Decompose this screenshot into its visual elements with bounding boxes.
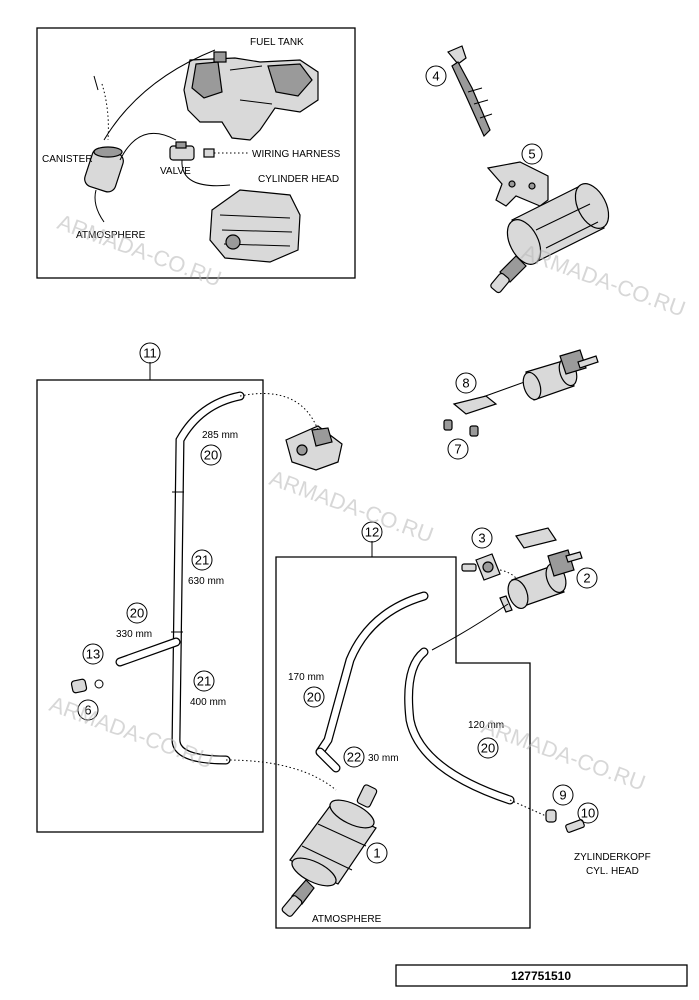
callout-1-circle <box>366 842 388 864</box>
drawing-number: 127751510 <box>511 969 571 983</box>
callout-22: 22 <box>347 750 361 765</box>
callout-9-circle <box>552 784 574 806</box>
label-atmosphere: ATMOSPHERE <box>76 230 146 241</box>
inset-line <box>101 83 109 141</box>
canister-illustration <box>84 146 124 193</box>
callout-9: 9 <box>559 788 566 803</box>
callout-4: 4 <box>432 69 439 84</box>
callout-20a: 20 <box>204 448 218 463</box>
callout-7-circle <box>447 438 469 460</box>
callout-8: 8 <box>462 376 469 391</box>
drawing-number-box <box>395 964 688 987</box>
part-9-clamp <box>545 809 557 823</box>
part-5-bracket <box>486 161 549 207</box>
callout-10-circle <box>577 802 599 824</box>
callout-2: 2 <box>583 571 590 586</box>
callout-20c-circle <box>303 686 325 708</box>
inset-hose-head <box>181 159 231 187</box>
callout-1: 1 <box>373 846 380 861</box>
connector-link-valve-hose <box>431 603 509 651</box>
part-2-valve <box>499 527 583 613</box>
length-400: 400 mm <box>190 697 226 708</box>
callout-21a-circle <box>191 549 213 571</box>
watermark-2: ARMADA-CO.RU <box>518 239 689 321</box>
label-cylinder-head: CYLINDER HEAD <box>258 174 339 185</box>
length-120: 120 mm <box>468 720 504 731</box>
callout-3: 3 <box>478 531 485 546</box>
callout-6-circle <box>77 699 99 721</box>
connector-link-bottom <box>225 759 337 791</box>
inset-hose-atm <box>94 189 105 223</box>
length-170: 170 mm <box>288 672 324 683</box>
callout-22-circle <box>343 746 365 768</box>
canister-illustration-top <box>490 183 610 294</box>
length-630: 630 mm <box>188 576 224 587</box>
group-12-frame <box>275 556 531 929</box>
callout-21b: 21 <box>197 674 211 689</box>
callout-11: 11 <box>143 346 157 361</box>
length-30: 30 mm <box>368 753 399 764</box>
part-10-nipple <box>565 819 585 833</box>
callout-5: 5 <box>528 147 535 162</box>
cylinder-head-illustration <box>209 189 301 263</box>
callout-20b: 20 <box>130 606 144 621</box>
callout-2-circle <box>576 567 598 589</box>
callout-5-circle <box>521 143 543 165</box>
callout-20b-circle <box>126 602 148 624</box>
callout-21a: 21 <box>195 553 209 568</box>
inset-line-top <box>93 75 99 91</box>
label-wiring-harness: WIRING HARNESS <box>252 149 341 160</box>
part-7-screws <box>443 419 479 437</box>
watermark-3: ARMADA-CO.RU <box>266 465 437 547</box>
watermark-1: ARMADA-CO.RU <box>54 209 225 291</box>
tank-connector <box>285 425 343 471</box>
part-8-valve-assembly <box>452 349 599 415</box>
callout-4-circle <box>425 65 447 87</box>
length-285: 285 mm <box>202 430 238 441</box>
callout-7: 7 <box>454 442 461 457</box>
callout-20c: 20 <box>307 690 321 705</box>
group-11-frame <box>36 379 264 833</box>
canister-illustration-bottom <box>281 784 378 917</box>
connector-link-cylhead <box>509 799 547 817</box>
inset-hose-valve <box>119 132 177 161</box>
label-valve: VALVE <box>160 166 191 177</box>
inset-frame <box>36 27 356 279</box>
callout-6: 6 <box>84 703 91 718</box>
part-4-strap <box>447 45 493 138</box>
length-330: 330 mm <box>116 629 152 640</box>
callout-13: 13 <box>86 647 100 662</box>
label-canister: CANISTER <box>42 154 93 165</box>
callout-21b-circle <box>193 670 215 692</box>
connector-link-valve <box>499 569 517 579</box>
connector-link-top <box>239 393 319 431</box>
callout-13-circle <box>82 643 104 665</box>
callout-10: 10 <box>581 806 595 821</box>
callout-20d-circle <box>477 737 499 759</box>
group-11: 11 <box>36 342 264 833</box>
callout-20a-circle <box>200 444 222 466</box>
group-12: 12 <box>275 521 531 929</box>
label-zylinderkopf: ZYLINDERKOPF <box>574 852 651 863</box>
callout-20d: 20 <box>481 741 495 756</box>
watermark-5: ARMADA-CO.RU <box>478 713 649 795</box>
label-atmosphere-bottom: ATMOSPHERE <box>312 914 382 925</box>
inset-schematic: FUEL TANK CANISTER WIRING HARNESS VALVE … <box>36 27 356 279</box>
callout-11-circle <box>139 342 161 364</box>
label-cyl-head: CYL. HEAD <box>586 866 639 877</box>
callout-8-circle <box>455 372 477 394</box>
callout-3-circle <box>471 527 493 549</box>
valve-illustration <box>169 141 215 161</box>
callout-12-circle <box>361 521 383 543</box>
callout-12: 12 <box>365 525 379 540</box>
fuel-tank-illustration <box>183 51 319 141</box>
label-fuel-tank: FUEL TANK <box>250 37 304 48</box>
inset-hose-tank <box>103 49 216 141</box>
part-3-fitting <box>461 553 501 581</box>
